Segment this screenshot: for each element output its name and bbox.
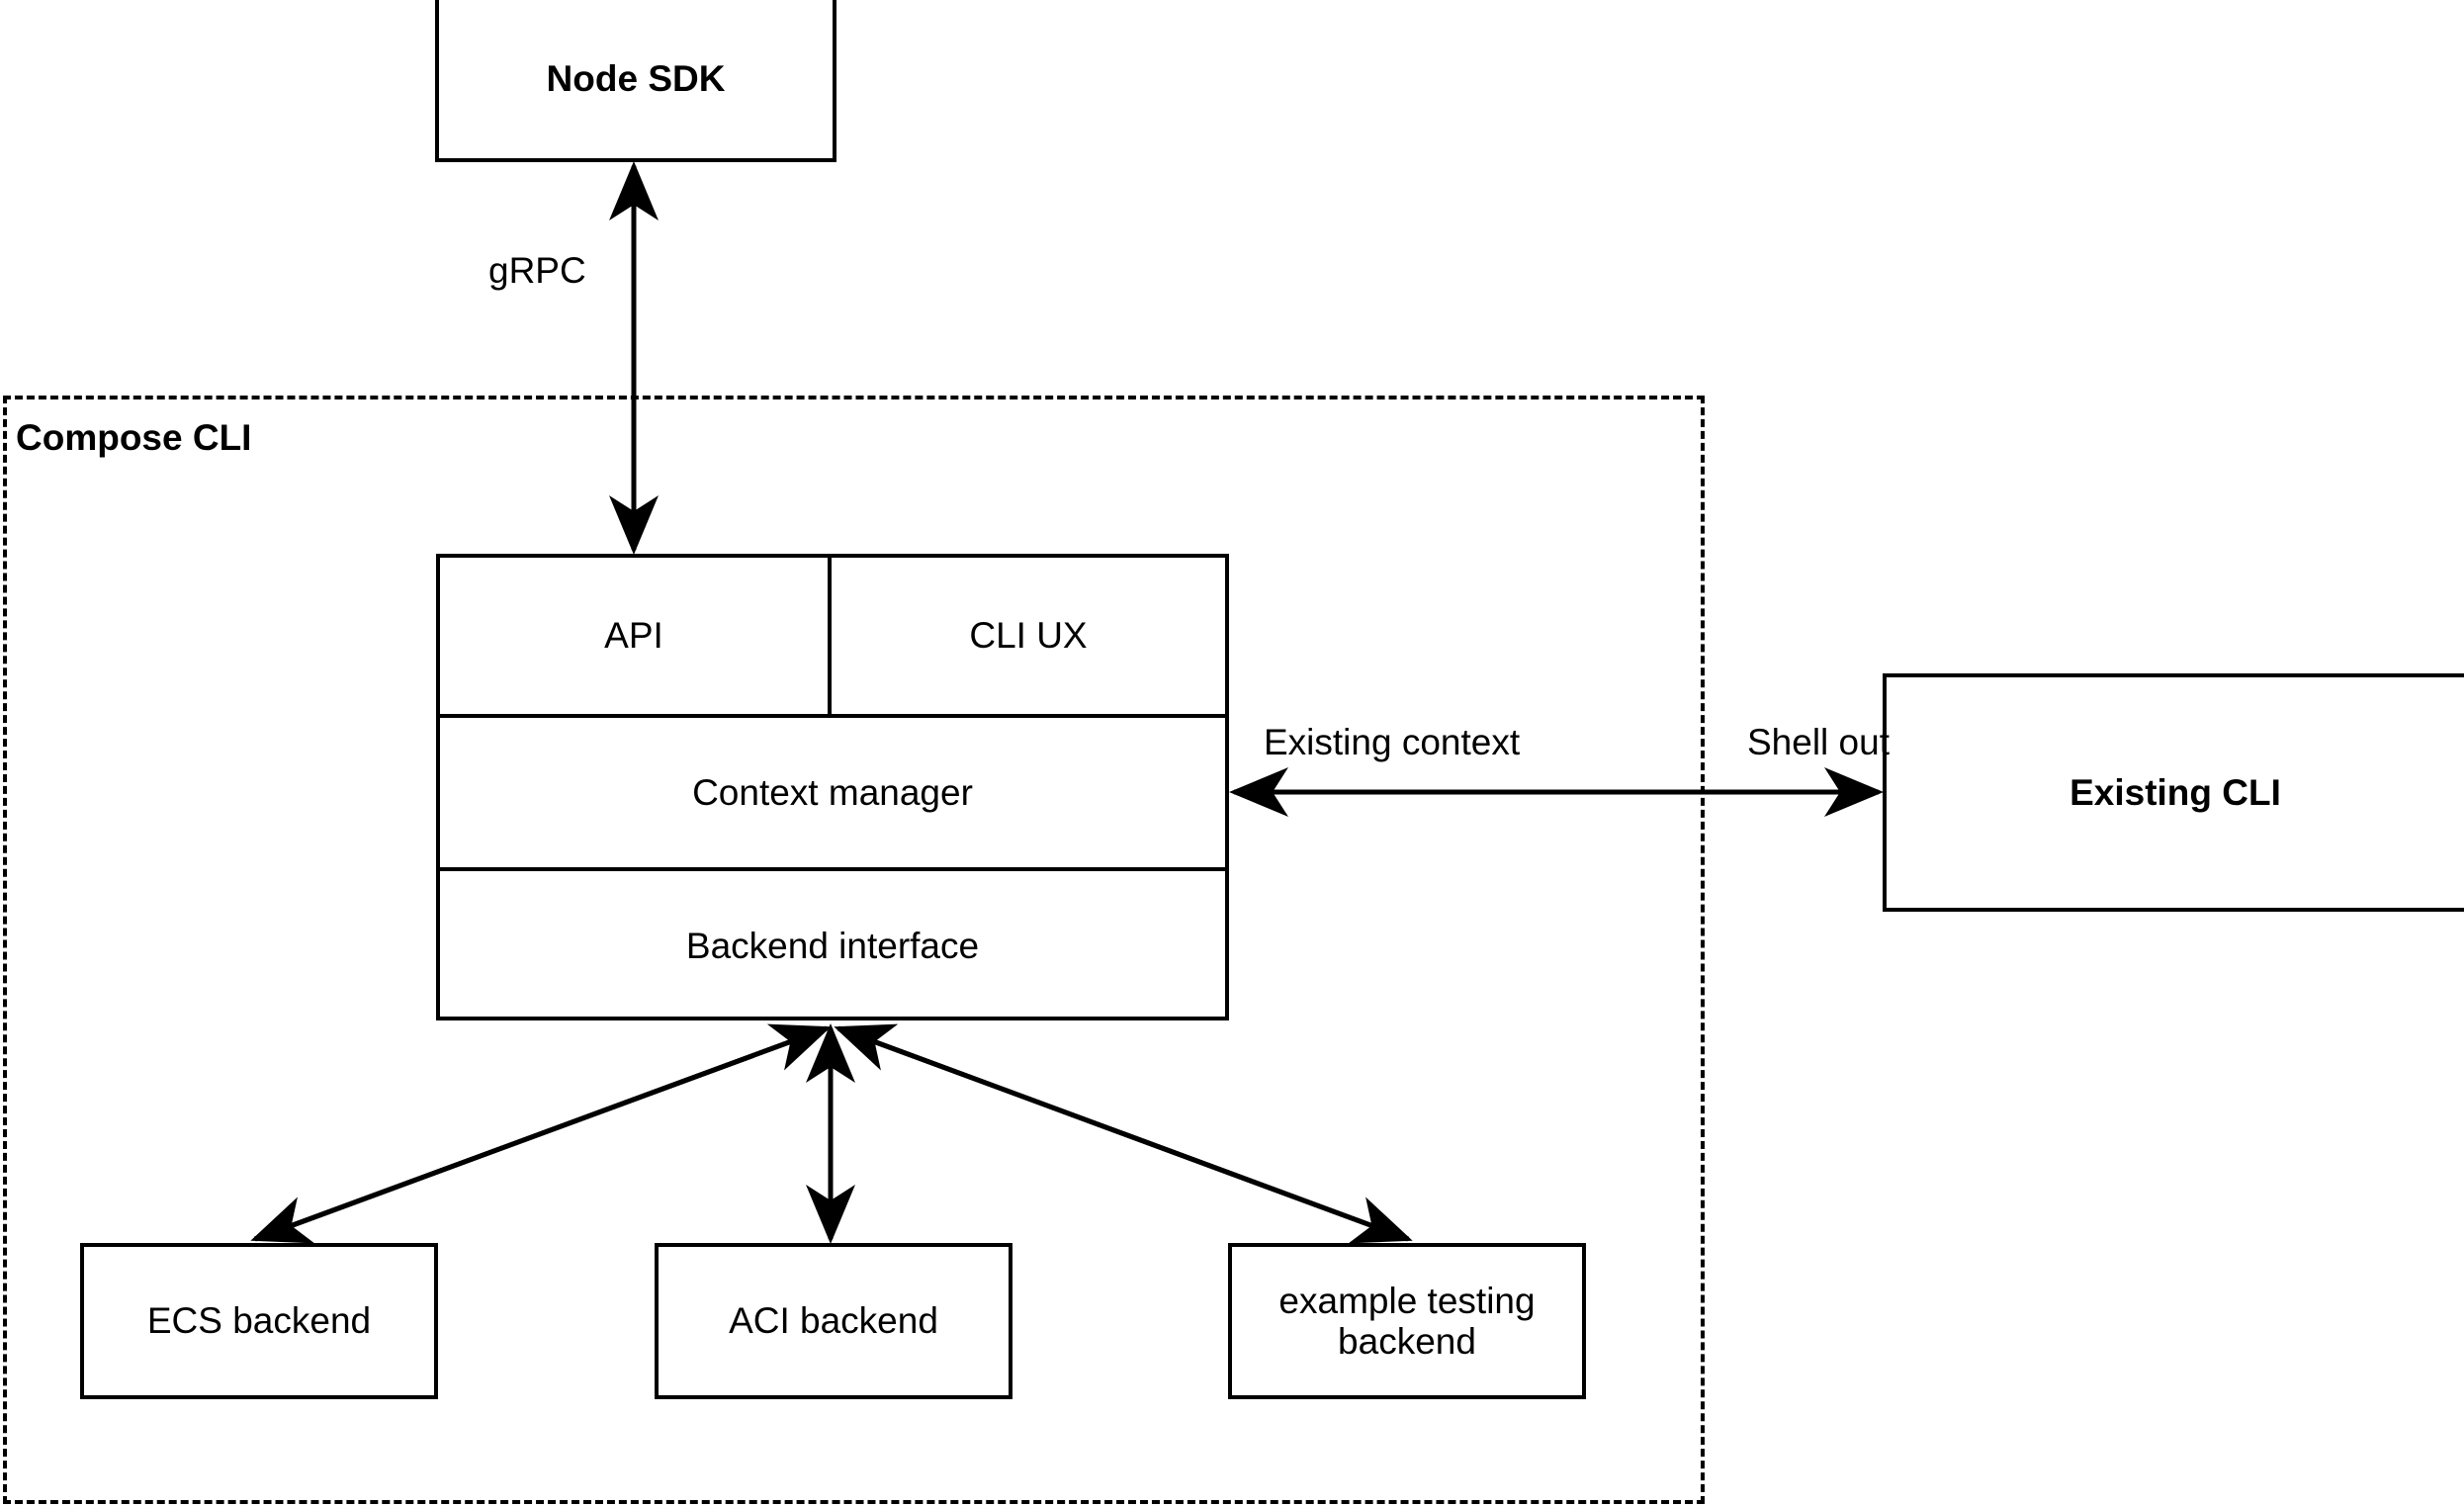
node-node-sdk-label: Node SDK — [546, 58, 726, 100]
node-backend-interface-label: Backend interface — [685, 925, 980, 966]
node-existing-cli[interactable]: Existing CLI — [1883, 673, 2464, 912]
node-ecs-backend-label: ECS backend — [146, 1300, 372, 1342]
node-aci-backend[interactable]: ACI backend — [655, 1243, 1012, 1399]
node-aci-backend-label: ACI backend — [729, 1300, 938, 1342]
node-example-testing-backend-label: example testing backend — [1278, 1280, 1536, 1362]
node-context-manager[interactable]: Context manager — [440, 714, 1225, 871]
node-existing-cli-label: Existing CLI — [2069, 771, 2281, 813]
edge-label-shell-out: Shell out — [1747, 722, 1890, 762]
edge-label-existing-context: Existing context — [1264, 722, 1521, 762]
node-cli-ux[interactable]: CLI UX — [832, 558, 1225, 714]
group-compose-cli — [3, 396, 1705, 1504]
node-api-label: API — [604, 615, 663, 656]
node-api[interactable]: API — [440, 558, 832, 714]
group-compose-cli-label: Compose CLI — [14, 417, 254, 459]
edge-label-grpc: gRPC — [488, 250, 586, 291]
node-cli-ux-label: CLI UX — [969, 615, 1088, 656]
node-example-testing-backend[interactable]: example testing backend — [1228, 1243, 1586, 1399]
node-backend-interface[interactable]: Backend interface — [440, 871, 1225, 1020]
edge-backend-ecs-line-rev — [254, 1023, 832, 1242]
node-context-manager-label: Context manager — [692, 771, 973, 813]
edge-backend-example-line-rev — [834, 1023, 1409, 1242]
stack-row-interfaces: API CLI UX — [440, 558, 1225, 714]
compose-cli-stack: API CLI UX Context manager Backend inter… — [436, 554, 1229, 1020]
node-ecs-backend[interactable]: ECS backend — [80, 1243, 438, 1399]
node-node-sdk[interactable]: Node SDK — [435, 0, 836, 162]
